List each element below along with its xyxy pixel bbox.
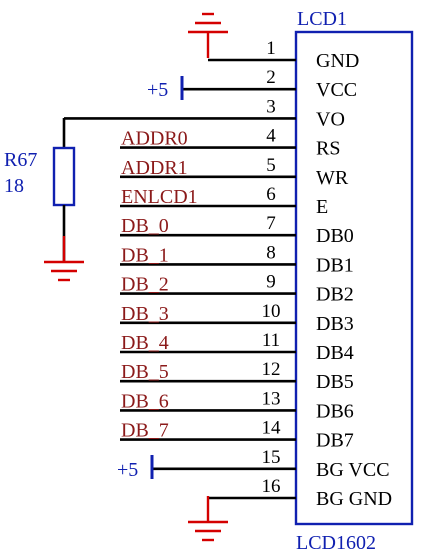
pin-13-number: 13 [262,388,281,409]
net-label-db_0: DB_0 [121,215,169,237]
pin-8-name: DB1 [316,254,354,276]
ground-symbol-resistor [44,236,84,282]
power-label-pin15: +5 [117,459,138,481]
component-ref: LCD1 [297,8,347,30]
pin-15-name: BG VCC [316,459,390,481]
net-label-db_4: DB_4 [121,332,169,354]
pin-12-number: 12 [262,359,281,380]
pin-2-name: VCC [316,79,357,101]
resistor-value: 18 [4,175,24,197]
pin-12-name: DB5 [316,371,354,393]
pin-7-name: DB0 [316,225,354,247]
pin-3-name: VO [316,108,345,130]
pin-8-number: 8 [266,242,276,263]
pin-6-name: E [316,196,328,218]
pin-10-name: DB3 [316,313,354,335]
ground-symbol-bottom [188,496,228,542]
net-label-db_6: DB_6 [121,390,169,412]
component-part: LCD1602 [296,532,376,554]
pin-11-number: 11 [262,330,280,351]
pin-16-number: 16 [262,476,281,497]
pin-2-number: 2 [266,67,276,88]
pin-4-name: RS [316,138,340,160]
pin-7-number: 7 [266,213,276,234]
ground-symbol-top [188,12,228,58]
pin-10-number: 10 [262,301,281,322]
pin-13-name: DB6 [316,400,354,422]
net-label-enlcd1: ENLCD1 [121,186,198,208]
net-label-addr0: ADDR0 [121,128,188,150]
pin-14-name: DB7 [316,430,354,452]
power-label-pin2: +5 [147,79,168,101]
pin-9-number: 9 [266,272,276,293]
lcd-body [294,30,414,526]
pin-9-name: DB2 [316,284,354,306]
net-label-db_3: DB_3 [121,303,169,325]
pin-3-number: 3 [266,96,276,117]
pin-5-number: 5 [266,155,276,176]
pin-4-number: 4 [266,126,276,147]
resistor-ref: R67 [4,149,37,171]
pin-16-name: BG GND [316,488,392,510]
pin-5-name: WR [316,167,349,189]
net-label-db_2: DB_2 [121,274,169,296]
net-label-addr1: ADDR1 [121,157,188,179]
pin-group: 1GND2VCC3VO4RS5WR6E7DB08DB19DB210DB311DB… [64,38,392,510]
pin-1-name: GND [316,50,359,72]
pin-14-number: 14 [262,418,282,439]
net-label-db_7: DB_7 [121,420,169,442]
pin-1-number: 1 [266,38,276,59]
pin-15-number: 15 [262,447,281,468]
pin-6-number: 6 [266,184,276,205]
pin-11-name: DB4 [316,342,354,364]
net-label-db_5: DB_5 [121,361,169,383]
net-label-db_1: DB_1 [121,244,169,266]
